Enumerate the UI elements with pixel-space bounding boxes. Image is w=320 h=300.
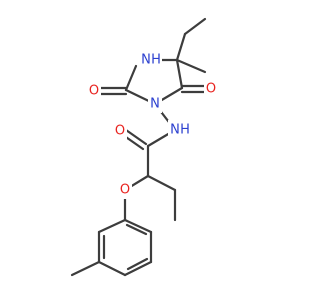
bond-ar-c3-c4 — [97, 260, 127, 277]
bond-ar-inner-c — [125, 223, 148, 236]
bond-ar-c6-c1 — [123, 218, 153, 234]
atom-label-layer: N H N O O N H O O — [87, 50, 218, 199]
atom-label-amide-oxygen: O — [115, 124, 125, 139]
atom-label-oxygen-right: O — [206, 82, 216, 97]
bond-ethyl-ch3 — [183, 17, 207, 36]
bond-ring-methyl — [175, 58, 207, 74]
atom-label-amide-hydrogen: H — [180, 123, 190, 138]
atom-label-ring-n1: N — [150, 97, 160, 112]
molecule-structure-diagram: N H N O O N H O O — [70, 17, 218, 277]
label-bg-nh — [140, 50, 162, 70]
label-bg-amide-nh — [168, 120, 192, 140]
bond-amide-co-double-a — [124, 128, 148, 146]
bond-ar-c1-c2 — [97, 218, 127, 234]
atom-label-amide-nitrogen: N — [170, 123, 180, 138]
bond-ar-c4-c5 — [123, 260, 153, 277]
bond-ar-inner-b — [126, 257, 149, 271]
atom-label-oxygen-left: O — [89, 84, 99, 99]
bond-ring-n3-c2 — [124, 64, 138, 92]
label-bg-ether-o — [118, 181, 132, 199]
bond-ethyl-ch2 — [175, 32, 187, 62]
atom-label-ring-nh-hydrogen: H — [151, 53, 161, 68]
atom-label-ring-nitrogen: N — [141, 53, 151, 68]
bond-layer — [70, 17, 212, 277]
atom-label-ether-oxygen: O — [120, 183, 130, 198]
bond-ring-c5-c4 — [175, 58, 184, 90]
label-bg-o-right — [204, 80, 218, 98]
label-bg-ring-n — [148, 95, 162, 113]
bond-ar-methyl — [70, 260, 101, 277]
label-bg-amide-o — [113, 122, 127, 140]
label-bg-o-left — [87, 82, 101, 100]
bond-alpha-ch2 — [146, 174, 177, 192]
